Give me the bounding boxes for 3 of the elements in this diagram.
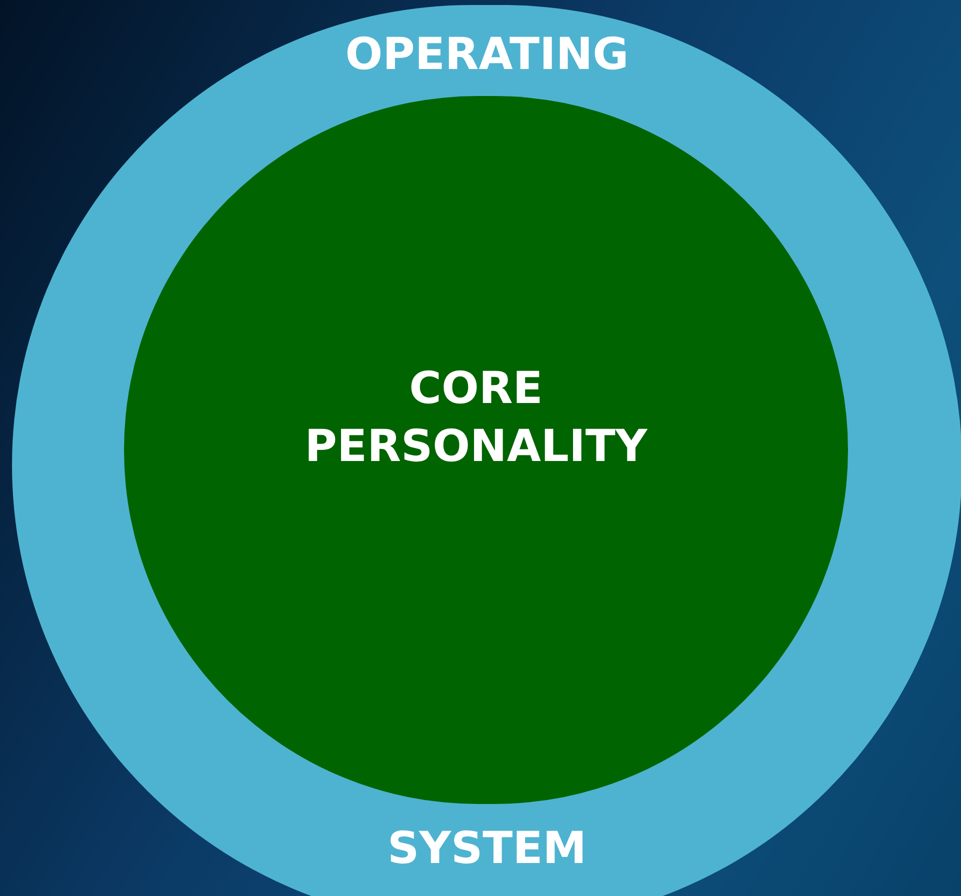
ring-label: OPERATING — [345, 33, 629, 77]
ring-label: SYSTEM — [387, 827, 587, 871]
circle-label: CORE PERSONALITY — [304, 362, 648, 474]
